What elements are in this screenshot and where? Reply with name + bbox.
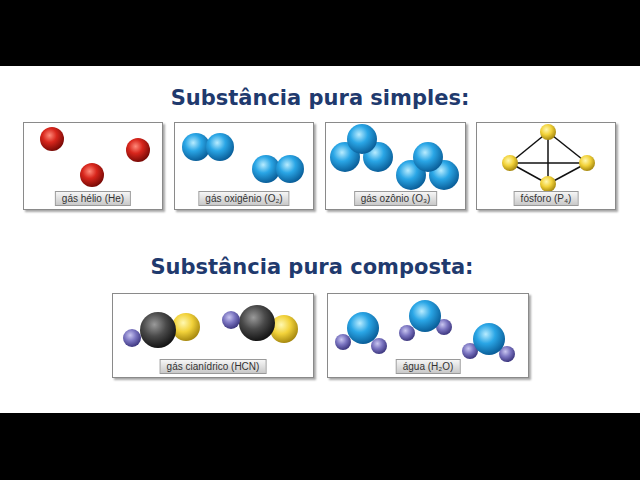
molecule-box: gás ozônio (O₃) xyxy=(325,122,466,210)
molecule-box: água (H₂O) xyxy=(327,293,529,378)
section-heading: Substância pura simples: xyxy=(171,86,470,110)
molecule-box: gás oxigênio (O₂) xyxy=(174,122,314,210)
helium-atoms xyxy=(40,127,150,187)
substance-label: gás ozônio (O₃) xyxy=(354,191,438,206)
ozone-molecules xyxy=(330,124,459,190)
phosphorus-molecule xyxy=(502,124,595,192)
substance-label: gás cianídrico (HCN) xyxy=(160,359,267,374)
top-bar xyxy=(0,0,640,66)
oxygen-molecules xyxy=(182,133,304,183)
hcn-molecules xyxy=(123,305,298,348)
water-molecules xyxy=(335,300,515,362)
substance-label: gás oxigênio (O₂) xyxy=(198,191,289,206)
molecule-box: fósforo (P₄) xyxy=(476,122,616,210)
bottom-bar xyxy=(0,413,640,480)
section-heading: Substância pura composta: xyxy=(150,255,473,279)
molecule-box: gás hélio (He) xyxy=(23,122,163,210)
molecule-box: gás cianídrico (HCN) xyxy=(112,293,314,378)
substance-label: fósforo (P₄) xyxy=(514,191,579,206)
substance-label: gás hélio (He) xyxy=(55,191,131,206)
substance-label: água (H₂O) xyxy=(396,359,461,374)
